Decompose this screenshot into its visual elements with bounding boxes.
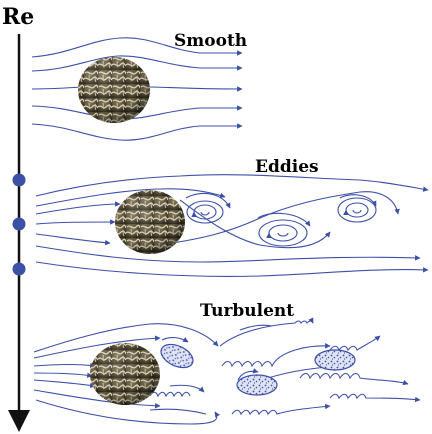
regime-label-turbulent: Turbulent xyxy=(200,301,294,321)
streamlines xyxy=(35,174,429,277)
regime-label-eddies: Eddies xyxy=(255,157,319,177)
axis-label: Re xyxy=(2,4,34,30)
coral-obstacle xyxy=(115,190,185,254)
reynolds-axis: Re xyxy=(2,4,34,432)
regime-label-smooth: Smooth xyxy=(174,31,247,51)
turbulent-blob xyxy=(160,337,194,369)
turbulent-curl xyxy=(149,317,421,416)
coral-obstacle xyxy=(90,343,160,405)
turbulent-regime: Turbulent xyxy=(33,301,421,425)
smooth-regime: Smooth xyxy=(31,31,247,141)
turbulent-blob xyxy=(236,368,278,396)
eddy-vortex xyxy=(185,192,231,224)
threshold-marker xyxy=(12,173,26,187)
coral-obstacle xyxy=(78,57,150,123)
eddy-vortex xyxy=(337,194,377,223)
turbulent-blob xyxy=(314,349,356,371)
axis-arrowhead xyxy=(8,410,30,432)
threshold-marker xyxy=(12,217,26,231)
eddy-vortex xyxy=(257,212,311,247)
eddies-regime: Eddies xyxy=(35,157,429,277)
threshold-marker xyxy=(12,262,26,276)
streamlines xyxy=(33,323,220,425)
